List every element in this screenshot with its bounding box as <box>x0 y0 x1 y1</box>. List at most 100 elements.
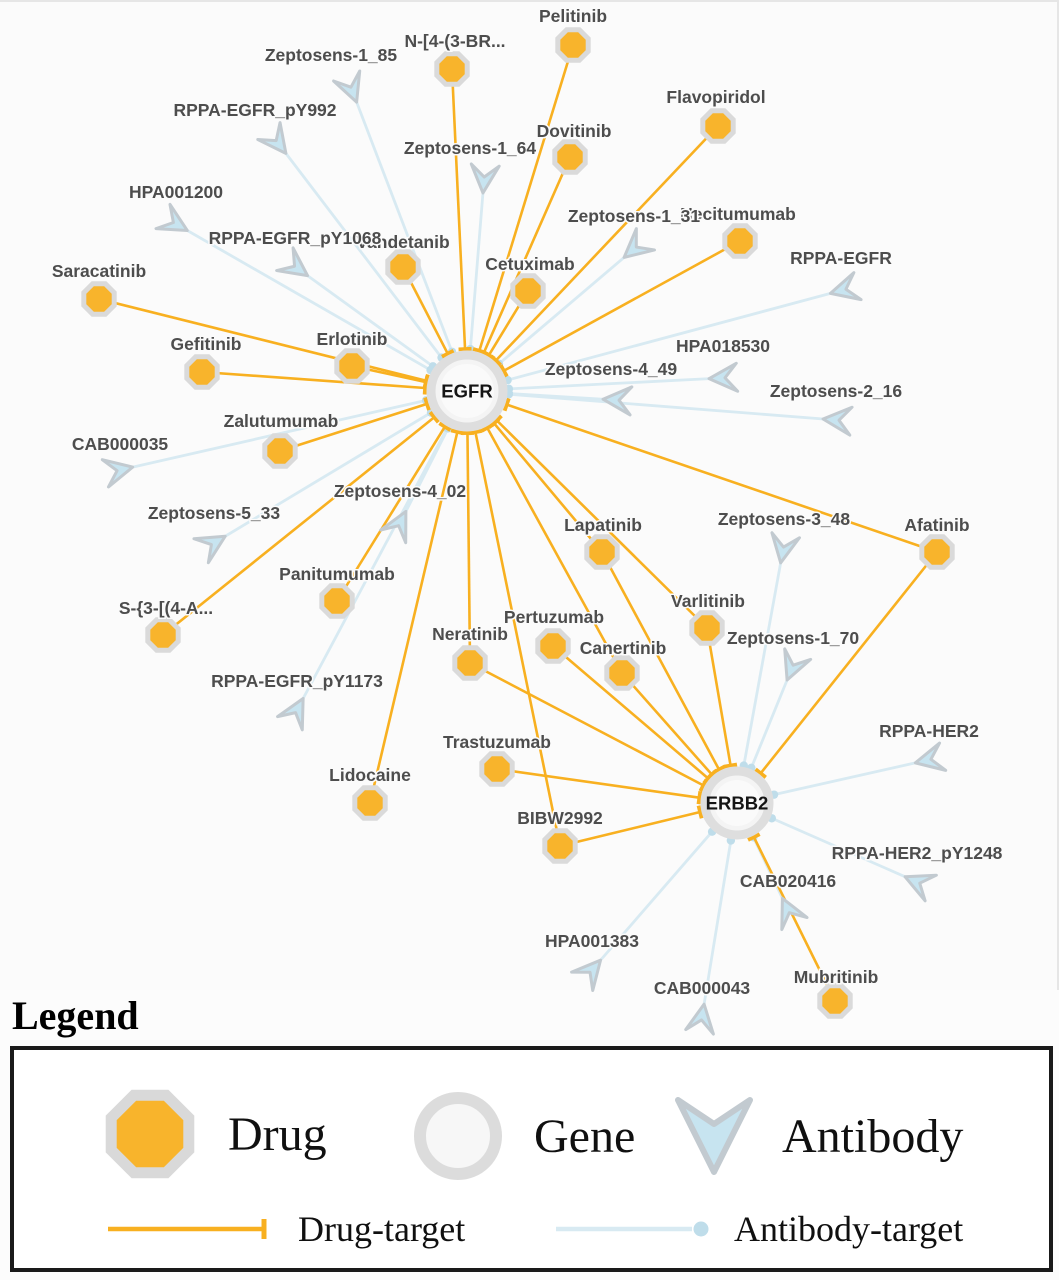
node-layer <box>81 27 955 1036</box>
node-label-panitumumab: Panitumumab <box>279 564 395 584</box>
node-label-vandetanib: Vandetanib <box>356 232 449 252</box>
node-label-cab000035: CAB000035 <box>72 434 169 454</box>
drug-node-bibw2992 <box>542 828 578 864</box>
gene-node-inner-erbb2 <box>714 780 760 826</box>
node-label-zeptosens_1_31: Zeptosens-1_31 <box>568 206 701 226</box>
node-label-rppa_her2: RPPA-HER2 <box>879 721 979 741</box>
antibody-target-edge <box>750 667 794 769</box>
drug-node-panitumumab <box>319 583 355 619</box>
antibody-node-hpa018530 <box>707 361 740 393</box>
drug-target-edge <box>503 239 741 372</box>
drug-target-edge <box>752 836 837 1002</box>
drug-node-gefitinib <box>184 354 220 390</box>
drug-edge-layer <box>98 44 939 1002</box>
drug-target-edge <box>705 627 732 766</box>
drug-node-lapatinib <box>584 534 620 570</box>
node-label-mubritinib: Mubritinib <box>794 967 879 987</box>
drug-target-edge <box>506 403 938 554</box>
legend-drug-label: Drug <box>228 1107 327 1161</box>
drug-node-dovitinib <box>552 139 588 175</box>
drug-node-pertuzumab <box>535 628 571 664</box>
node-label-cab000043: CAB000043 <box>654 978 751 998</box>
gene-circle-icon <box>414 1092 502 1180</box>
legend-drug-target-label: Drug-target <box>298 1209 466 1249</box>
node-label-zeptosens_3_48: Zeptosens-3_48 <box>718 509 851 529</box>
node-label-neratinib: Neratinib <box>432 624 508 644</box>
drug-target-edge <box>482 156 572 354</box>
legend-item-antibody-target: Antibody-target <box>554 1208 963 1250</box>
antibody-node-zeptosens_5_33 <box>192 534 227 565</box>
gene-node-inner-egfr <box>440 364 494 418</box>
legend-item-antibody: Antibody <box>666 1088 963 1184</box>
drug-target-edge <box>162 416 436 637</box>
node-label-hpa001383: HPA001383 <box>545 931 639 951</box>
label-layer: EGFRERBB2PelitinibN-[4-(3-BR...Flavopiri… <box>50 5 1004 1000</box>
node-label-zalutumumab: Zalutumumab <box>224 411 339 431</box>
antibody-target-edge <box>508 376 723 391</box>
antibody-target-edge <box>773 758 929 797</box>
drug-target-edge <box>368 431 459 804</box>
network-canvas <box>0 0 1059 990</box>
antibody-target-edge <box>590 830 714 971</box>
antibody-node-zeptosens_2_16 <box>821 405 854 437</box>
drug-node-zalutumumab <box>262 433 298 469</box>
drug-node-vandetanib <box>385 249 421 285</box>
node-label-zeptosens_4_49: Zeptosens-4_49 <box>545 359 678 379</box>
drug-node-s3_4a <box>145 617 181 653</box>
drug-edge-tee <box>428 411 440 424</box>
drug-node-saracatinib <box>81 281 117 317</box>
node-label-cab020416: CAB020416 <box>740 871 837 891</box>
antibody-target-edge <box>498 247 635 365</box>
node-label-zeptosens_5_33: Zeptosens-5_33 <box>148 503 281 523</box>
drug-edge-tee <box>702 772 714 785</box>
antibody-node-zeptosens_1_70 <box>783 647 813 682</box>
drug-node-mubritinib <box>817 983 853 1019</box>
drug-edge-tee <box>487 417 501 429</box>
drug-node-necitumumab <box>722 223 758 259</box>
node-label-saracatinib: Saracatinib <box>52 261 146 281</box>
drug-target-edge <box>600 551 721 771</box>
legend-gene-label: Gene <box>534 1109 636 1163</box>
node-label-hpa018530: HPA018530 <box>676 336 770 356</box>
drug-node-pelitinib <box>555 27 591 63</box>
drug-target-edge-icon <box>108 1219 267 1239</box>
node-label-lapatinib: Lapatinib <box>564 515 642 535</box>
drug-target-edge <box>759 551 939 775</box>
drug-edge-tee <box>458 346 472 352</box>
node-label-trastuzumab: Trastuzumab <box>443 732 551 752</box>
antibody-node-cab020416 <box>780 896 809 932</box>
legend-antibody-label: Antibody <box>782 1109 964 1163</box>
antibody-target-edge <box>213 411 432 545</box>
drug-target-edge <box>492 422 603 553</box>
node-label-rppa_egfr: RPPA-EGFR <box>790 248 892 268</box>
drug-edge-tee <box>499 364 509 378</box>
antibody-target-edge-icon <box>556 1221 709 1237</box>
node-label-s3_4a: S-{3-[(4-A... <box>119 598 213 618</box>
antibody-node-cab000043 <box>684 1002 715 1036</box>
legend-item-drug-target: Drug-target <box>106 1208 465 1250</box>
antibody-target-edge <box>507 288 844 382</box>
node-label-rppa_egfr_py992: RPPA-EGFR_pY992 <box>173 100 336 120</box>
gene-label-erbb2: ERBB2 <box>706 793 769 814</box>
drug-edge-tee <box>441 349 455 359</box>
drug-target-edge <box>552 645 709 780</box>
legend-item-gene: Gene <box>402 1080 635 1192</box>
drug-node-canertinib <box>604 655 640 691</box>
drug-target-edge <box>486 427 624 674</box>
node-label-zeptosens_4_02: Zeptosens-4_02 <box>334 481 467 501</box>
legend-item-drug: Drug <box>92 1076 327 1192</box>
antibody-node-rppa_egfr_py992 <box>256 121 288 155</box>
drug-target-edge <box>98 297 427 383</box>
antibody-node-rppa_her2 <box>913 741 948 772</box>
drug-node-n4_3br <box>434 51 470 87</box>
antibody-node-zeptosens_1_64 <box>469 162 501 195</box>
antibody-node-rppa_egfr <box>828 271 863 302</box>
node-label-canertinib: Canertinib <box>580 638 667 658</box>
drug-target-edge <box>496 767 700 799</box>
antibody-target-edge <box>771 816 918 884</box>
node-label-rppa_egfr_py1068: RPPA-EGFR_pY1068 <box>209 228 382 248</box>
antibody-target-edge <box>175 222 432 372</box>
antibody-node-cab000035 <box>100 458 135 489</box>
legend-antibody-target-label: Antibody-target <box>734 1209 964 1249</box>
